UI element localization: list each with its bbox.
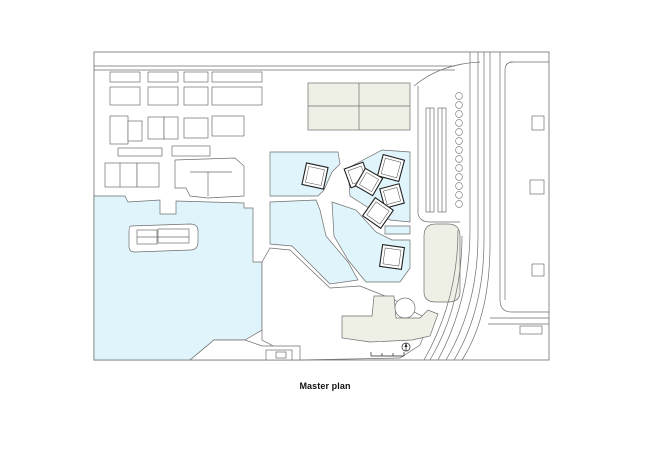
tree-row: [455, 92, 463, 208]
tree-icon: [455, 155, 463, 163]
tree-icon: [455, 101, 463, 109]
south-buildings: [189, 339, 301, 361]
pavilion: [379, 183, 405, 209]
east-district: [488, 52, 549, 335]
pavilion: [301, 162, 329, 190]
pavilions: [301, 153, 406, 271]
west-lake: [93, 195, 263, 361]
main-avenue: [423, 52, 491, 361]
pavilion: [354, 167, 384, 197]
top-road: [94, 65, 455, 71]
parking-lot: [413, 61, 481, 223]
plan-caption: Master plan: [299, 381, 351, 391]
tree-icon: [455, 119, 463, 127]
north-arrow-icon: [401, 342, 411, 352]
tree-icon: [455, 191, 463, 199]
tree-icon: [455, 92, 463, 100]
tree-icon: [455, 137, 463, 145]
tree-icon: [455, 128, 463, 136]
sports-courts: [307, 82, 411, 131]
tree-icon: [455, 110, 463, 118]
pavilion: [361, 196, 395, 230]
pavilion: [378, 243, 406, 271]
east-green-strip: [423, 223, 461, 303]
tree-icon: [455, 164, 463, 172]
tree-icon: [455, 146, 463, 154]
west-building-blocks: [104, 71, 263, 199]
tree-icon: [455, 173, 463, 181]
tree-icon: [455, 200, 463, 208]
island-buildings: [136, 228, 190, 245]
scale-bar-icon: [370, 352, 405, 357]
main-building-complex: [341, 295, 439, 343]
pavilion: [376, 153, 406, 183]
tree-icon: [455, 182, 463, 190]
